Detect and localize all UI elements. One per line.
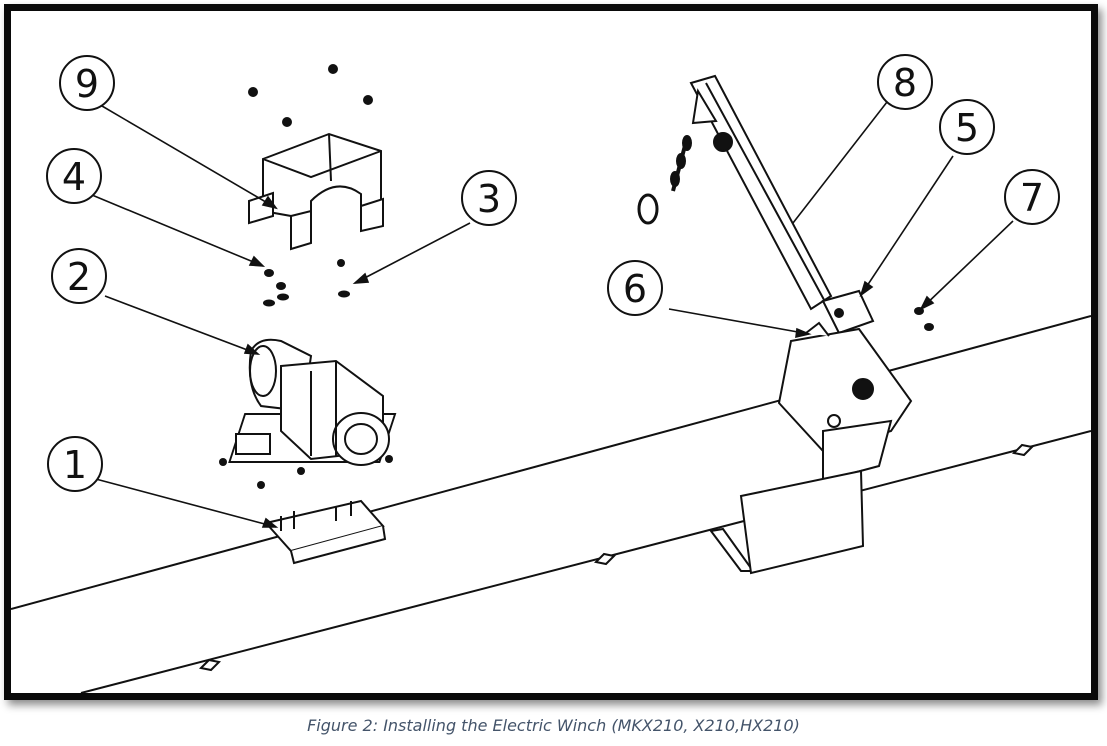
winch-mount-plate: [264, 499, 387, 565]
figure-caption: Figure 2: Installing the Electric Winch …: [307, 716, 800, 735]
boom-arm: [637, 74, 842, 332]
svg-text:6: 6: [623, 267, 647, 311]
callout-9: 9: [59, 55, 115, 111]
exploded-assembly-drawing: 9 4 3 2 1 8 5 6: [11, 54, 1091, 693]
winch-cover: [248, 64, 384, 251]
callout-8: 8: [877, 54, 933, 110]
svg-text:5: 5: [955, 106, 979, 150]
callout-1: 1: [47, 436, 103, 492]
callout-7: 7: [1004, 169, 1060, 225]
svg-text:7: 7: [1020, 176, 1044, 220]
callout-3: 3: [461, 170, 517, 226]
svg-text:3: 3: [477, 177, 501, 221]
cover-fasteners: [263, 259, 350, 307]
svg-text:9: 9: [75, 62, 99, 106]
pivot-bracket: [777, 321, 913, 483]
svg-text:4: 4: [62, 155, 86, 199]
callouts: 9 4 3 2 1 8 5 6: [46, 54, 1060, 492]
trailer-beam: [11, 315, 1091, 693]
callout-5: 5: [939, 99, 995, 155]
leader-lines: [91, 101, 1014, 528]
pulley-bracket: [821, 289, 875, 335]
callout-4: 4: [46, 148, 102, 204]
winch-stand-bracket: [709, 469, 865, 575]
svg-text:1: 1: [63, 443, 87, 487]
electric-winch: [219, 338, 397, 489]
figure-frame: 9 4 3 2 1 8 5 6: [4, 4, 1098, 700]
svg-text:8: 8: [893, 61, 917, 105]
callout-6: 6: [607, 260, 663, 316]
svg-text:2: 2: [67, 255, 91, 299]
callout-2: 2: [51, 248, 107, 304]
nuts: [914, 307, 934, 331]
